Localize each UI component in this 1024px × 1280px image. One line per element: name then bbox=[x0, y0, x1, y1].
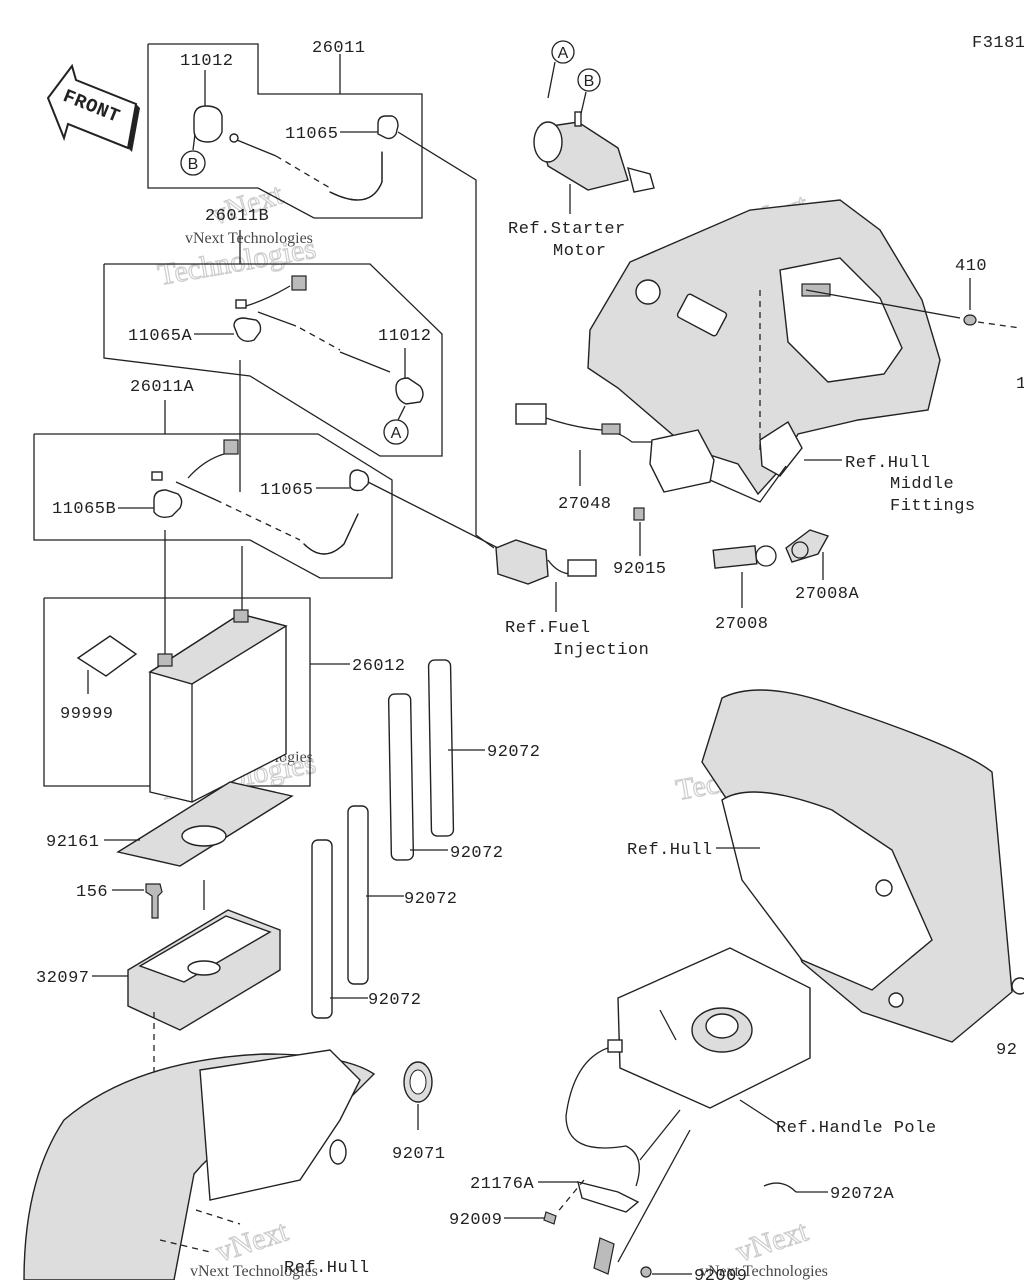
front-arrow-icon: FRONT bbox=[46, 63, 140, 152]
label-11065-mid: 11065 bbox=[260, 481, 314, 500]
label-410: 410 bbox=[955, 257, 987, 276]
watermark-tagline: vNext Technologies bbox=[185, 230, 313, 247]
clip-92072A: 92072A bbox=[763, 1182, 895, 1204]
sensor-21176A: 21176A 92009 92009 bbox=[449, 1039, 748, 1280]
watermark-brand: vNext bbox=[212, 1214, 293, 1268]
straps-92072: 92072 92072 92072 92072 bbox=[311, 659, 541, 1019]
label-26011B: 26011B bbox=[205, 207, 269, 226]
label-92072-c: 92072 bbox=[404, 890, 458, 909]
label-92015: 92015 bbox=[613, 560, 667, 579]
ref-hull-mid-line1: Ref.Hull bbox=[845, 454, 931, 473]
label-21176A: 21176A bbox=[470, 1175, 535, 1194]
label-92071: 92071 bbox=[392, 1145, 446, 1164]
label-92161: 92161 bbox=[46, 833, 100, 852]
handle-pole: Ref.Handle Pole bbox=[617, 947, 937, 1263]
callout-b-circle bbox=[180, 150, 206, 176]
cable-26011A-group: 26011A 11065 11065B bbox=[33, 360, 393, 579]
terminal-cap-11065 bbox=[377, 115, 399, 140]
starter-motor: A B Ref.Starter Motor bbox=[508, 40, 655, 261]
ref-starter-line2: Motor bbox=[553, 242, 607, 261]
label-edge-92: 92 bbox=[996, 1041, 1017, 1060]
ref-fuel-line1: Ref.Fuel bbox=[505, 619, 591, 638]
watermark-tagline: vNext Technologies bbox=[190, 1263, 318, 1280]
callout-b: B bbox=[584, 73, 595, 90]
tray-92161: 92161 bbox=[46, 781, 294, 867]
callout-a-mid: A bbox=[391, 425, 402, 442]
key-27008 bbox=[712, 545, 758, 569]
nut-410 bbox=[963, 314, 977, 326]
cable-26011B-group: 26011B 11065A 11012 A bbox=[103, 207, 443, 457]
label-92072-a: 92072 bbox=[487, 743, 541, 762]
label-11012-top: 11012 bbox=[180, 52, 234, 71]
bag-99999 bbox=[76, 635, 138, 677]
hull-middle-fittings: Ref.Hull Middle Fittings bbox=[587, 199, 976, 516]
hull-right: Ref.Hull 92 bbox=[627, 689, 1024, 1060]
label-32097: 32097 bbox=[36, 969, 90, 988]
label-11065-top: 11065 bbox=[285, 125, 339, 144]
ref-handle-pole: Ref.Handle Pole bbox=[776, 1119, 937, 1138]
label-27048: 27048 bbox=[558, 495, 612, 514]
label-edge-1: 1 bbox=[1016, 375, 1024, 394]
label-26012: 26012 bbox=[352, 657, 406, 676]
label-27008: 27008 bbox=[715, 615, 769, 634]
label-92009-a: 92009 bbox=[449, 1211, 503, 1230]
label-11065A: 11065A bbox=[128, 327, 193, 346]
harness-27048: 27048 92015 bbox=[515, 403, 787, 579]
cable-26011-group: 26011 11012 B 11065 bbox=[147, 39, 423, 219]
hull-bottom-left: 92071 Ref.Hull bbox=[23, 1049, 446, 1280]
label-27008A: 27008A bbox=[795, 585, 860, 604]
ref-hull-mid-line2: Middle bbox=[890, 475, 954, 494]
ref-starter-line1: Ref.Starter bbox=[508, 220, 626, 239]
label-26011A: 26011A bbox=[130, 378, 195, 397]
label-156: 156 bbox=[76, 883, 108, 902]
label-26011: 26011 bbox=[312, 39, 366, 58]
label-92072-b: 92072 bbox=[450, 844, 504, 863]
label-92009-b: 92009 bbox=[694, 1267, 748, 1280]
case-32097: 32097 bbox=[36, 909, 281, 1031]
battery-26012: 26012 99999 bbox=[43, 597, 406, 803]
ref-hull-bottom: Ref.Hull bbox=[284, 1259, 370, 1278]
terminal-cap-11012-mid bbox=[395, 377, 424, 405]
terminal-cap-11065-mid bbox=[349, 469, 370, 492]
clip-92015 bbox=[633, 507, 645, 521]
label-92072-d: 92072 bbox=[368, 991, 422, 1010]
ref-hull-right: Ref.Hull bbox=[627, 841, 713, 860]
callout-b: B bbox=[188, 156, 199, 173]
label-11012-mid: 11012 bbox=[378, 327, 432, 346]
label-92072A: 92072A bbox=[830, 1185, 895, 1204]
watermark-tagline: vNext Technologies bbox=[700, 1263, 828, 1280]
callout-a: A bbox=[558, 45, 569, 62]
terminal-cap-11065A bbox=[233, 317, 262, 343]
ref-fuel-line2: Injection bbox=[553, 641, 649, 660]
label-99999: 99999 bbox=[60, 705, 114, 724]
lanyard-keys: 27008 27008A bbox=[712, 529, 860, 634]
ref-hull-mid-line3: Fittings bbox=[890, 497, 976, 516]
fuel-injection-relay: Ref.Fuel Injection bbox=[495, 539, 649, 660]
terminal-cap-11065B bbox=[153, 489, 183, 519]
watermark-brand: vNext bbox=[732, 1214, 813, 1268]
bolt-156: 156 bbox=[76, 880, 205, 919]
figure-id: F3181 bbox=[972, 34, 1024, 53]
label-11065B: 11065B bbox=[52, 500, 116, 519]
terminal-cap-11012 bbox=[193, 105, 223, 143]
